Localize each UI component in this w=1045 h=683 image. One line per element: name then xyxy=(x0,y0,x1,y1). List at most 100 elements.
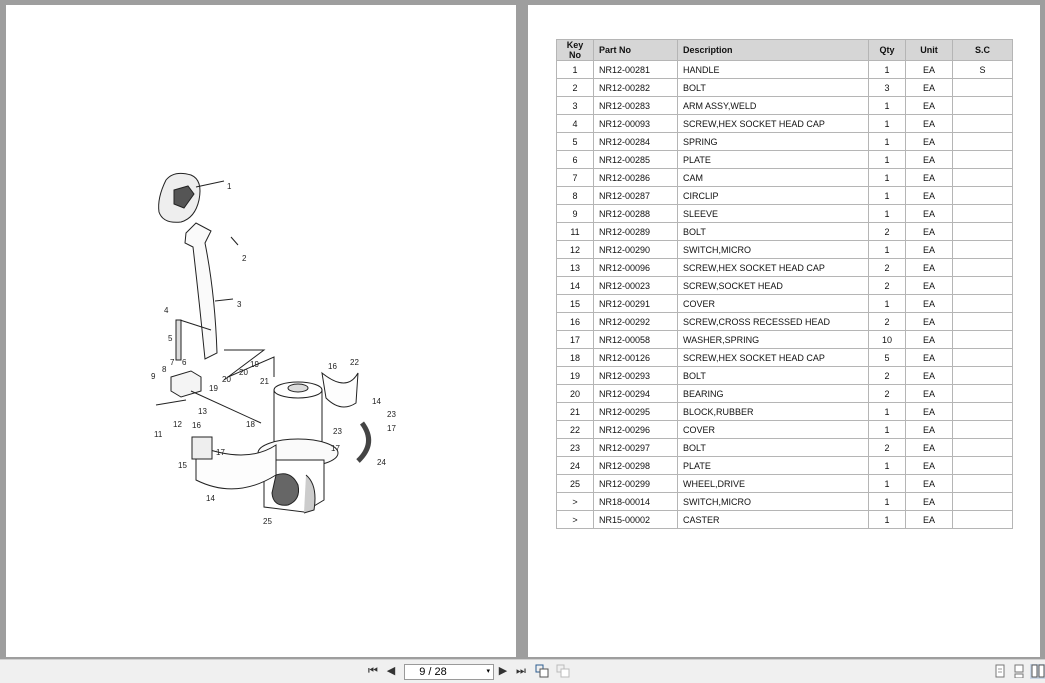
callout-5: 5 xyxy=(168,334,173,343)
cell-qty: 1 xyxy=(868,240,906,259)
cell-unit: EA xyxy=(905,474,953,493)
cell-unit: EA xyxy=(905,258,953,277)
cell-qty: 1 xyxy=(868,150,906,169)
cell-qty: 1 xyxy=(868,96,906,115)
cell-part-no: NR18-00014 xyxy=(593,492,678,511)
cell-key-no: 1 xyxy=(556,60,594,79)
cell-sc xyxy=(952,420,1013,439)
page-number-select[interactable]: 9 / 28 ▾ xyxy=(404,664,494,680)
next-page-button[interactable]: ▶ xyxy=(498,665,508,677)
cell-description: SCREW,CROSS RECESSED HEAD xyxy=(677,312,869,331)
cell-unit: EA xyxy=(905,492,953,511)
cell-qty: 2 xyxy=(868,384,906,403)
cell-qty: 1 xyxy=(868,186,906,205)
cell-key-no: 17 xyxy=(556,330,594,349)
cell-description: BOLT xyxy=(677,438,869,457)
cell-sc xyxy=(952,114,1013,133)
cell-unit: EA xyxy=(905,402,953,421)
cell-description: SWITCH,MICRO xyxy=(677,492,869,511)
cell-description: SLEEVE xyxy=(677,204,869,223)
cell-qty: 1 xyxy=(868,114,906,133)
cell-description: COVER xyxy=(677,420,869,439)
continuous-view-button[interactable] xyxy=(1013,664,1025,679)
cell-sc xyxy=(952,402,1013,421)
cell-qty: 5 xyxy=(868,348,906,367)
callout-19b: 19 xyxy=(209,384,218,393)
cell-qty: 1 xyxy=(868,510,906,529)
cell-part-no: NR12-00287 xyxy=(593,186,678,205)
cell-qty: 1 xyxy=(868,492,906,511)
cell-sc xyxy=(952,222,1013,241)
callout-23b: 23 xyxy=(387,410,396,419)
cell-unit: EA xyxy=(905,204,953,223)
cell-qty: 2 xyxy=(868,438,906,457)
cell-part-no: NR12-00296 xyxy=(593,420,678,439)
page-copy-disabled-button[interactable] xyxy=(556,664,570,679)
cell-description: BOLT xyxy=(677,222,869,241)
cell-qty: 2 xyxy=(868,258,906,277)
callout-25: 25 xyxy=(263,517,272,526)
cell-key-no: 19 xyxy=(556,366,594,385)
cell-qty: 1 xyxy=(868,60,906,79)
callout-2: 2 xyxy=(242,254,247,263)
cell-part-no: NR12-00288 xyxy=(593,204,678,223)
cell-qty: 1 xyxy=(868,456,906,475)
cell-sc xyxy=(952,474,1013,493)
cell-part-no: NR12-00096 xyxy=(593,258,678,277)
left-page-diagram: 1 2 3 4 5 6 7 8 9 11 12 13 14 14 15 16 1… xyxy=(6,5,516,657)
callout-17c: 17 xyxy=(387,424,396,433)
cell-sc xyxy=(952,204,1013,223)
first-page-button[interactable]: ⏮ xyxy=(368,665,378,677)
cell-qty: 2 xyxy=(868,312,906,331)
callout-6: 6 xyxy=(182,358,187,367)
callout-22: 22 xyxy=(350,358,359,367)
cell-part-no: NR12-00289 xyxy=(593,222,678,241)
cell-unit: EA xyxy=(905,240,953,259)
rotate-page-button[interactable] xyxy=(535,664,549,679)
cell-unit: EA xyxy=(905,348,953,367)
cell-unit: EA xyxy=(905,96,953,115)
callout-11: 11 xyxy=(154,430,163,439)
cell-unit: EA xyxy=(905,168,953,187)
cell-sc xyxy=(952,78,1013,97)
cell-qty: 1 xyxy=(868,204,906,223)
cell-key-no: 18 xyxy=(556,348,594,367)
previous-page-button[interactable]: ◀ xyxy=(386,665,396,677)
cell-description: PLATE xyxy=(677,150,869,169)
col-part-no: Part No xyxy=(593,39,678,61)
callout-9: 9 xyxy=(151,372,156,381)
cell-key-no: 12 xyxy=(556,240,594,259)
cell-qty: 1 xyxy=(868,168,906,187)
cell-key-no: > xyxy=(556,510,594,529)
callout-13: 13 xyxy=(198,407,207,416)
cell-unit: EA xyxy=(905,186,953,205)
cell-part-no: NR12-00283 xyxy=(593,96,678,115)
cell-key-no: 7 xyxy=(556,168,594,187)
callout-8: 8 xyxy=(162,365,167,374)
cell-part-no: NR12-00294 xyxy=(593,384,678,403)
last-page-button[interactable]: ⏭ xyxy=(516,665,526,677)
cell-description: SCREW,HEX SOCKET HEAD CAP xyxy=(677,348,869,367)
cell-part-no: NR12-00292 xyxy=(593,312,678,331)
cell-key-no: 22 xyxy=(556,420,594,439)
two-page-view-button[interactable] xyxy=(1030,664,1045,679)
single-page-view-button[interactable] xyxy=(994,664,1006,679)
cell-description: SWITCH,MICRO xyxy=(677,240,869,259)
callout-1: 1 xyxy=(227,182,232,191)
callout-7: 7 xyxy=(170,358,175,367)
cell-unit: EA xyxy=(905,60,953,79)
callout-20b: 20 xyxy=(222,375,231,384)
callout-18: 18 xyxy=(246,420,255,429)
right-page-parts-list: Key No Part No Description Qty Unit S.C … xyxy=(528,5,1040,657)
cell-description: PLATE xyxy=(677,456,869,475)
callout-17a: 17 xyxy=(216,448,225,457)
